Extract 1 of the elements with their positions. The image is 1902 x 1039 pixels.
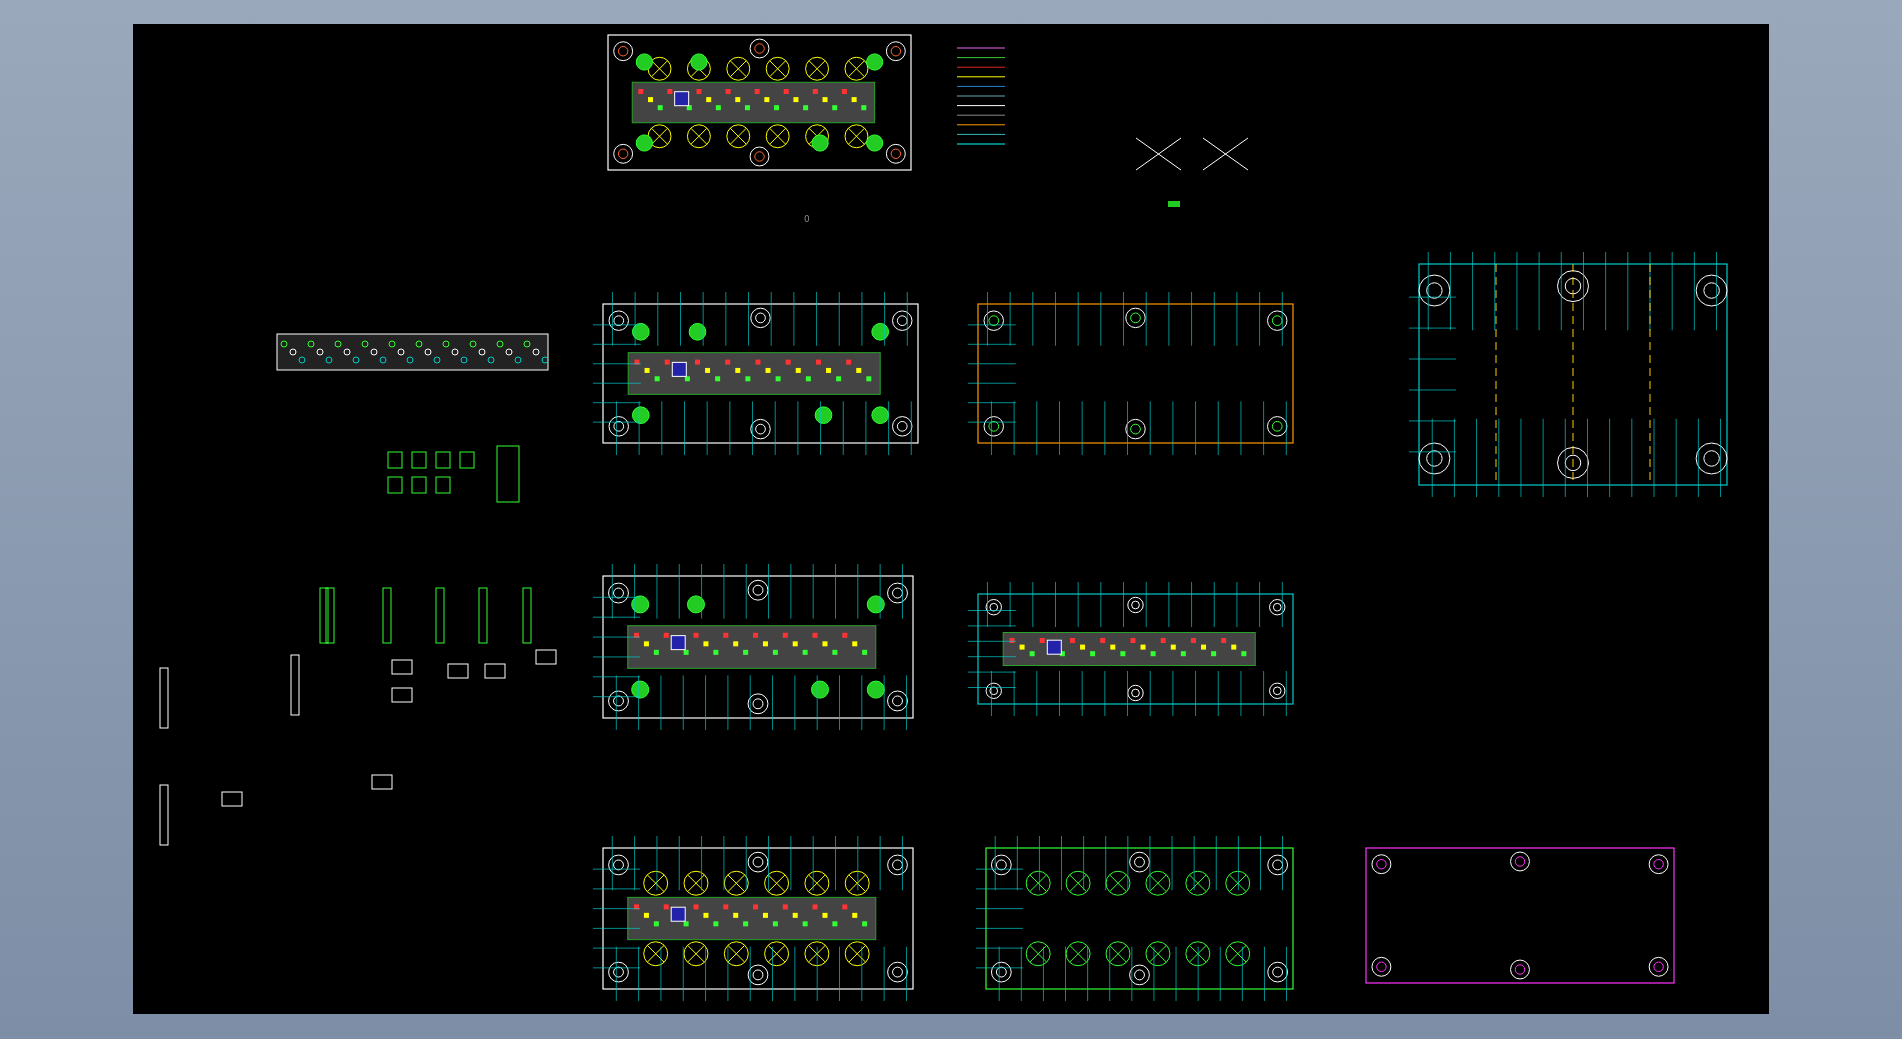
drawing-note: 0 xyxy=(804,214,810,224)
